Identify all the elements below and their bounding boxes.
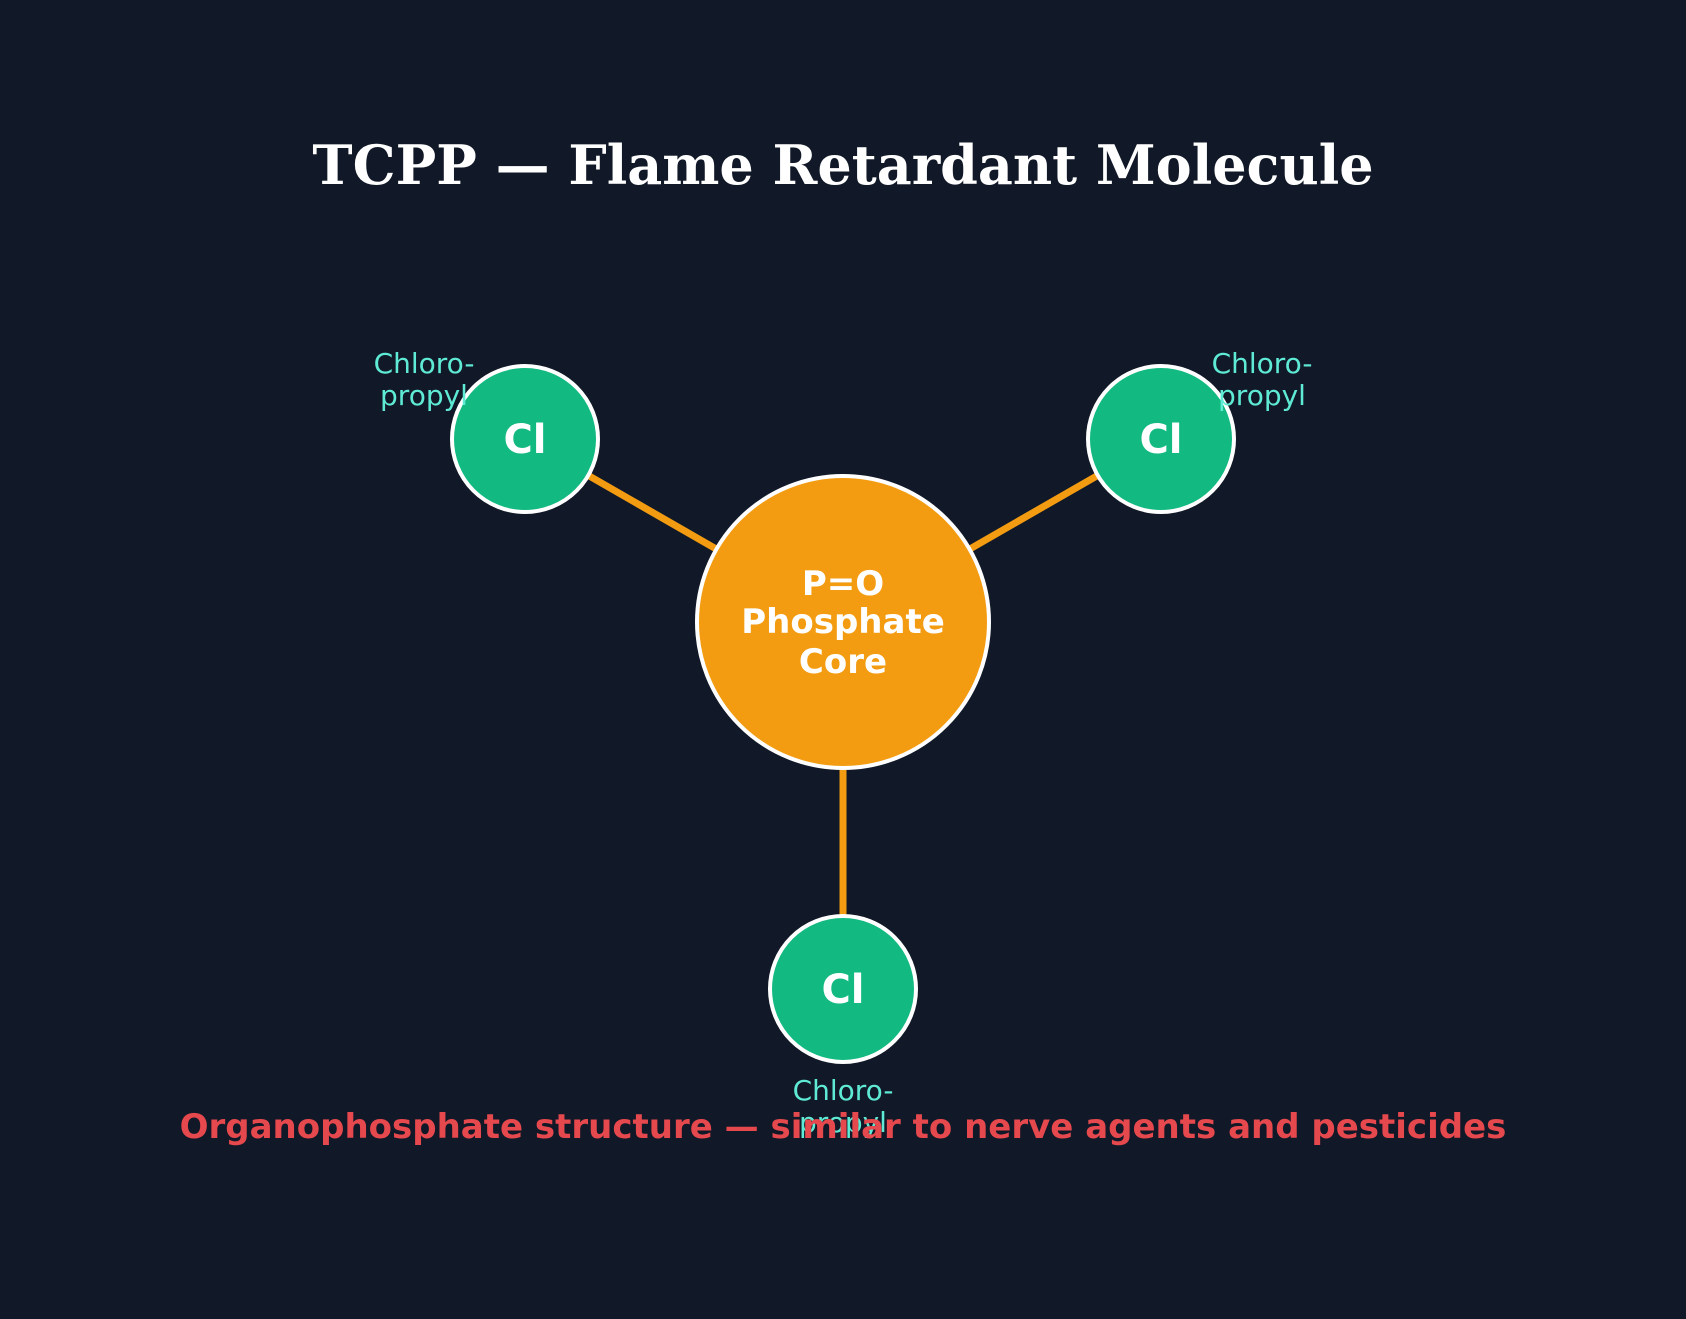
atom-circle (1086, 364, 1236, 514)
atom-symbol: Cl (503, 417, 546, 463)
diagram-title: TCPP — Flame Retardant Molecule (312, 133, 1373, 197)
caption: Organophosphate structure — similar to n… (180, 1107, 1507, 1147)
chlorine-atom-bottom: Cl (768, 914, 918, 1064)
group-label-upper-right-line1: Chloro- (1212, 347, 1313, 380)
phosphate-core: P=O Phosphate Core (695, 474, 991, 770)
core-label-line1: P=O (802, 564, 884, 604)
group-label-upper-right-line2: propyl (1218, 379, 1306, 412)
core-circle (695, 474, 991, 770)
atom-symbol: Cl (1139, 417, 1182, 463)
group-label-bottom-line2: propyl (799, 1106, 887, 1139)
core-label-line3: Core (799, 642, 887, 682)
atom-circle (450, 364, 600, 514)
core-label-line2: Phosphate (741, 602, 945, 642)
chlorine-atom-upper-right: Cl (1086, 364, 1236, 514)
group-label-bottom-line1: Chloro- (793, 1074, 894, 1107)
atom-circle (768, 914, 918, 1064)
group-label-upper-left-line1: Chloro- (374, 347, 475, 380)
chlorine-atom-upper-left: Cl (450, 364, 600, 514)
group-label-upper-left-line2: propyl (380, 379, 468, 412)
atom-symbol: Cl (821, 967, 864, 1013)
